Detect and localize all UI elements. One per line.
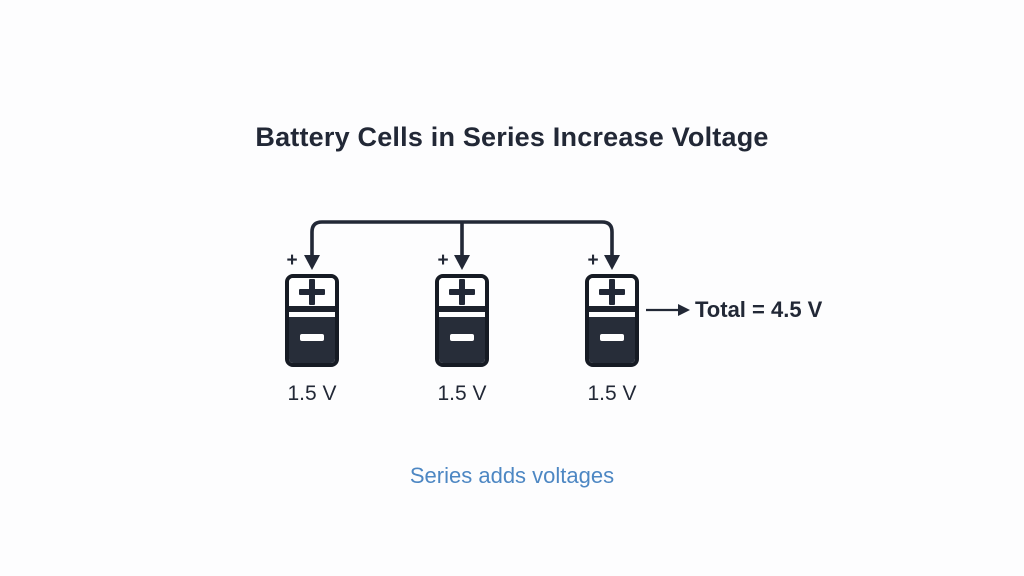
battery-cell <box>585 274 639 367</box>
battery-cell <box>285 274 339 367</box>
battery-cell <box>435 274 489 367</box>
total-voltage-label: Total = 4.5 V <box>695 297 823 322</box>
battery-divider <box>589 306 635 312</box>
cell-voltage-label: 1.5 V <box>287 382 337 405</box>
terminal-plus-label: + <box>437 250 449 271</box>
battery-negative-half <box>589 317 635 363</box>
battery-divider-gap <box>289 312 335 317</box>
minus-icon <box>300 333 324 341</box>
series-wire <box>310 220 614 258</box>
battery-negative-half <box>439 317 485 363</box>
battery-positive-half <box>589 278 635 306</box>
terminal-plus-label: + <box>286 250 298 271</box>
diagram-title: Battery Cells in Series Increase Voltage <box>255 122 769 152</box>
plus-icon <box>599 279 625 305</box>
minus-icon <box>450 333 474 341</box>
battery-positive-half <box>439 278 485 306</box>
battery-divider-gap <box>589 312 635 317</box>
plus-icon <box>299 279 325 305</box>
battery-positive-half <box>289 278 335 306</box>
battery-negative-half <box>289 317 335 363</box>
battery-divider <box>289 306 335 312</box>
terminal-plus-label: + <box>587 250 599 271</box>
battery-divider-gap <box>439 312 485 317</box>
arrow-down-icon <box>304 255 320 270</box>
arrow-down-icon <box>454 255 470 270</box>
diagram-caption: Series adds voltages <box>409 463 615 488</box>
cell-voltage-label: 1.5 V <box>587 382 637 405</box>
arrow-down-icon <box>604 255 620 270</box>
minus-icon <box>600 333 624 341</box>
cell-voltage-label: 1.5 V <box>437 382 487 405</box>
battery-divider <box>439 306 485 312</box>
arrow-right-icon <box>678 304 690 316</box>
plus-icon <box>449 279 475 305</box>
